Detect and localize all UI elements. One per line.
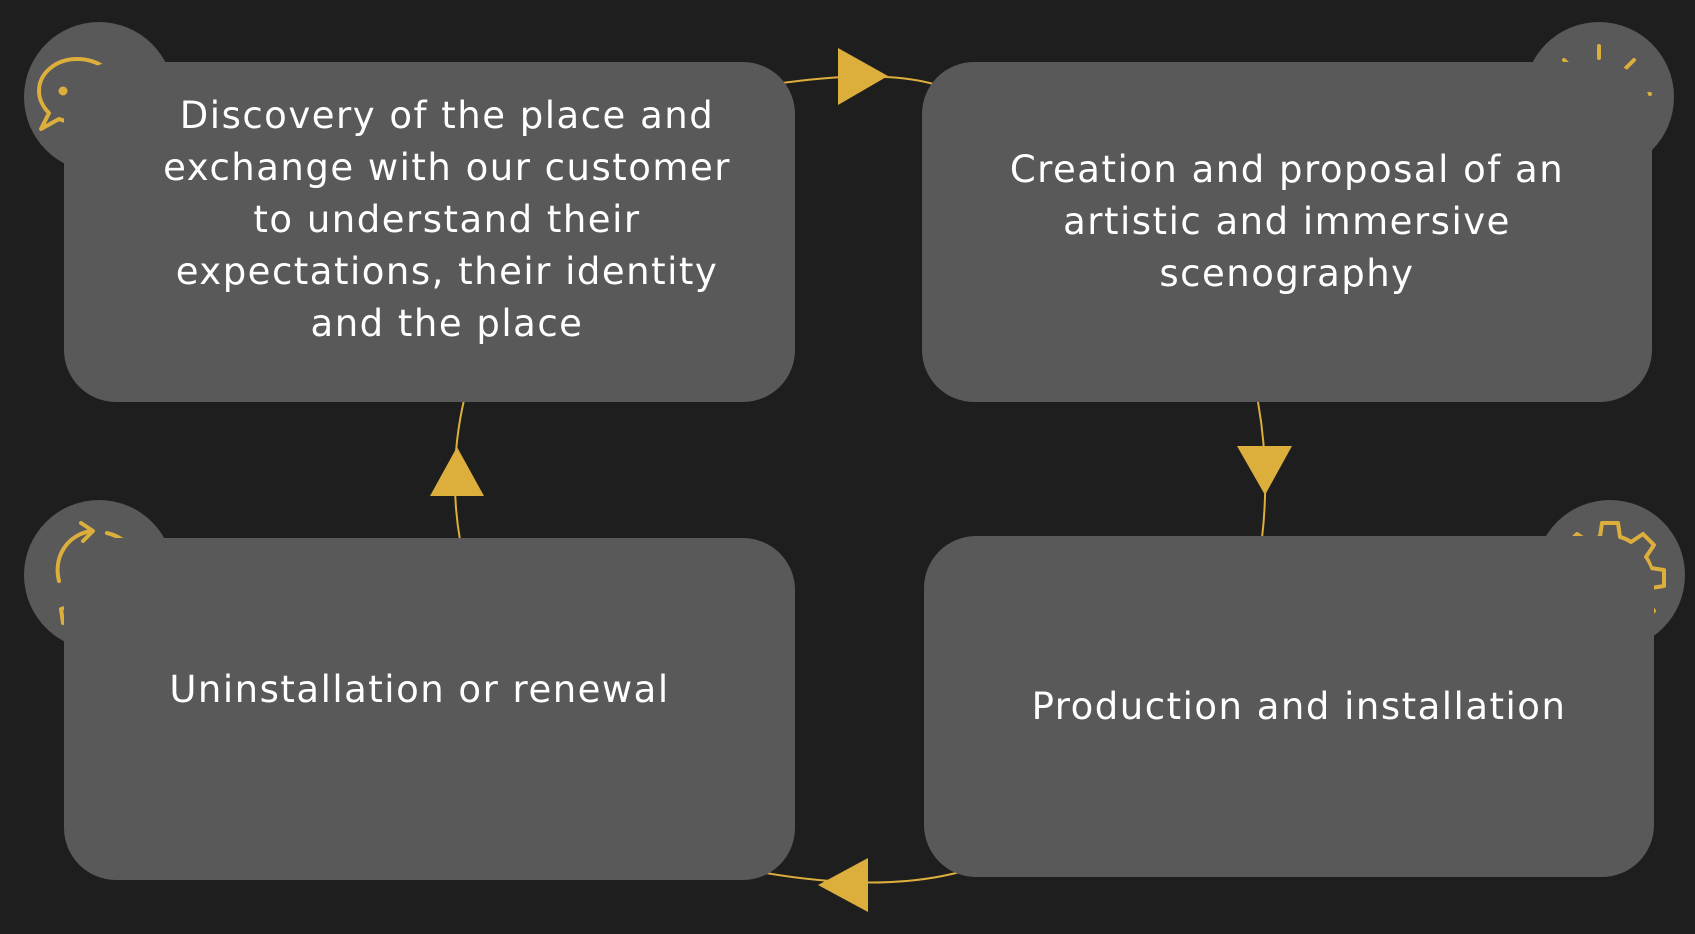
step-2-text: Creation and proposal of an artistic and… <box>1009 148 1565 295</box>
step-card-production: Production and installation <box>924 536 1654 877</box>
step-card-uninstallation: Uninstallation or renewal <box>64 538 795 880</box>
step-card-discovery: Discovery of the place and exchange with… <box>64 62 795 402</box>
arrow-left <box>818 858 868 912</box>
connector-bottom <box>759 871 961 884</box>
step-1-text: Discovery of the place and exchange with… <box>163 93 731 345</box>
step-4-text: Uninstallation or renewal <box>169 668 670 711</box>
arrow-right <box>838 48 888 105</box>
arrow-up <box>430 447 484 496</box>
step-3-text: Production and installation <box>1031 684 1567 728</box>
step-card-creation: Creation and proposal of an artistic and… <box>922 62 1652 402</box>
arrow-down <box>1237 446 1292 495</box>
